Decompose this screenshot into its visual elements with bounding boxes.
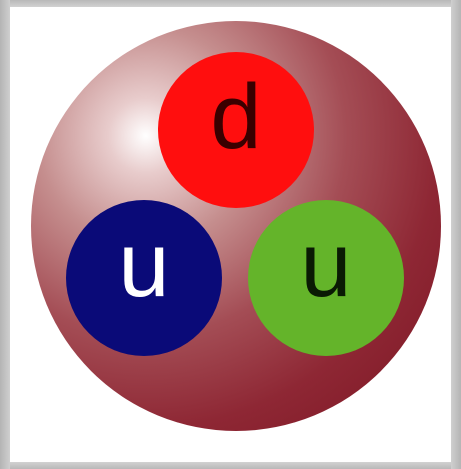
up-quark-green-label: u [248, 200, 404, 356]
down-quark-label: d [158, 52, 314, 208]
frame-top-border [0, 0, 461, 7]
up-quark-blue-label: u [66, 200, 222, 356]
frame-right-border [451, 0, 461, 469]
up-quark-blue: u [66, 200, 222, 356]
up-quark-green: u [248, 200, 404, 356]
frame-left-border [0, 0, 10, 469]
down-quark: d [158, 52, 314, 208]
frame-bottom-border [0, 462, 461, 469]
